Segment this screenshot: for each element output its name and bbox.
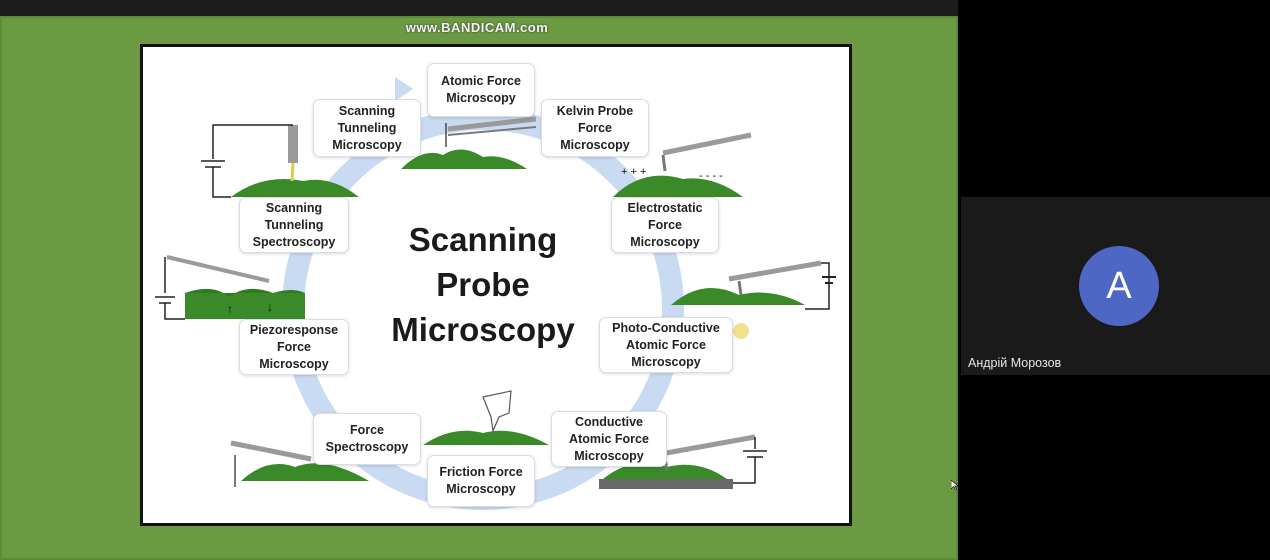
cycle-arrowhead-bottom [533,475,553,493]
mouse-cursor-icon [951,480,959,490]
label-friction-force-microscopy: Friction Force Microscopy [427,455,535,507]
bulb-icon [733,323,749,339]
stm-illustration [201,124,359,198]
label-kelvin-probe-force-microscopy: Kelvin Probe Force Microscopy [541,99,649,157]
window-top-bar [0,0,958,16]
participant-name: Андрій Морозов [968,356,1062,370]
label-scanning-tunneling-microscopy: Scanning Tunneling Microscopy [313,99,421,157]
label-photo-conductive-afm: Photo-Conductive Atomic Force Microscopy [599,317,733,373]
label-electrostatic-force-microscopy: Electrostatic Force Microscopy [611,197,719,253]
label-piezoresponse-force-microscopy: Piezoresponse Force Microscopy [239,319,349,375]
svg-text:↑: ↑ [227,302,233,316]
pfm-illustration: ↑ ↓ [155,255,305,320]
label-scanning-tunneling-spectroscopy: Scanning Tunneling Spectroscopy [239,197,349,253]
pcafm-illustration [671,260,836,339]
cycle-arrowhead-top [395,77,413,101]
label-atomic-force-microscopy: Atomic Force Microscopy [427,63,535,117]
cafm-illustration [599,434,767,489]
afm-illustration [401,116,537,169]
ffm-illustration [423,390,549,445]
watermark: www.BANDICAM.com [405,20,549,35]
efm-illustration: + + + - - - - [613,132,752,197]
svg-text:↓: ↓ [267,300,273,314]
presentation-slide: + + + - - - - [140,44,852,526]
participant-tile[interactable]: A Андрій Морозов [961,197,1270,375]
fs-illustration [230,440,369,487]
label-conductive-afm: Conductive Atomic Force Microscopy [551,411,667,467]
svg-text:- - - -: - - - - [699,170,723,182]
slide-diagram: + + + - - - - [155,77,836,510]
avatar: A [1079,246,1159,326]
slide-title: Scanning Probe Microscopy [391,221,575,348]
svg-text:+ + +: + + + [621,166,646,178]
label-force-spectroscopy: Force Spectroscopy [313,413,421,465]
